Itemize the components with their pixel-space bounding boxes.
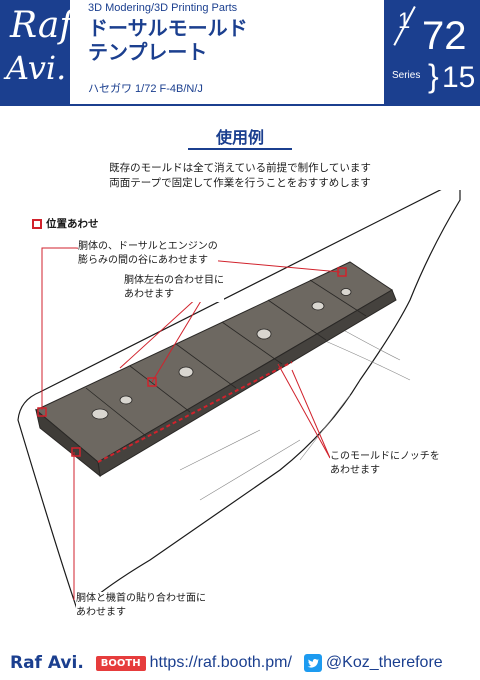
twitter-handle-link[interactable]: @Koz_therefore — [325, 654, 443, 671]
booth-logo-icon: BOOTH — [95, 655, 146, 671]
description-line2: 両面テープで固定して作業を行うことをおすすめします — [109, 177, 371, 189]
header-subtitle: 3D Modering/3D Printing Parts — [88, 2, 238, 14]
annotation-line: 胴体の、ドーサルとエンジンの — [78, 241, 218, 252]
footer-brand: Raf Avi. — [10, 653, 84, 673]
template-holes — [91, 288, 352, 420]
fuselage-panel-line — [299, 394, 351, 461]
twitter-icon — [303, 654, 322, 672]
page-title-line1: ドーサルモールド — [88, 16, 248, 40]
annotation-notch: このモールドにノッチを あわせます — [330, 450, 440, 478]
annotation-dorsal-valley: 胴体の、ドーサルとエンジンの 膨らみの間の谷にあわせます — [78, 240, 218, 268]
brand-logo: Raf Avi. — [0, 0, 73, 104]
annotation-line: 胴体と機首の貼り合わせ面に — [76, 593, 206, 604]
section-divider — [188, 148, 292, 150]
section-title: 使用例 — [215, 128, 264, 147]
position-marker-icon — [32, 218, 42, 229]
annotation-nose-joint: 胴体と機首の貼り合わせ面に あわせます — [76, 592, 206, 620]
scale-badge: 1 72 Series } 15 — [384, 0, 480, 104]
booth-link[interactable]: https://raf.booth.pm/ — [149, 654, 292, 671]
annotation-line: あわせます — [76, 607, 126, 618]
template-side-face — [35, 408, 101, 478]
kit-name: ハセガワ 1/72 F-4B/N/J — [88, 83, 203, 95]
annotation-line: このモールドにノッチを — [330, 451, 440, 462]
alignment-centerline — [97, 361, 293, 463]
logo-text-raf: Raf — [10, 5, 73, 46]
series-number: 15 — [442, 61, 476, 94]
annotation-line: あわせます — [124, 289, 174, 300]
position-legend: 位置あわせ — [32, 216, 99, 231]
fuselage-panel-line — [179, 429, 261, 471]
highlight-box-notch — [147, 377, 157, 387]
page-title-line2: テンプレート — [88, 40, 208, 64]
header-divider — [0, 104, 480, 106]
logo-text-avi: Avi. — [6, 49, 67, 87]
usage-illustration — [17, 190, 461, 614]
footer: Raf Avi. BOOTH https://raf.booth.pm/ @Ko… — [0, 646, 480, 680]
scale-denominator: 72 — [422, 14, 467, 58]
annotation-fuselage-seam: 胴体左右の合わせ目に あわせます — [124, 274, 224, 302]
position-label: 位置あわせ — [46, 218, 99, 230]
annotation-line: あわせます — [330, 465, 380, 476]
highlight-box-front — [71, 447, 81, 457]
description-line1: 既存のモールドは全て消えている前提で制作しています — [109, 162, 371, 174]
series-brace: } — [428, 58, 439, 94]
annotation-line: 膨らみの間の谷にあわせます — [78, 255, 208, 266]
fuselage-panel-line — [199, 439, 301, 501]
scale-numerator: 1 — [398, 8, 411, 33]
annotation-line: 胴体左右の合わせ目に — [124, 275, 224, 286]
series-label: Series — [392, 70, 421, 81]
